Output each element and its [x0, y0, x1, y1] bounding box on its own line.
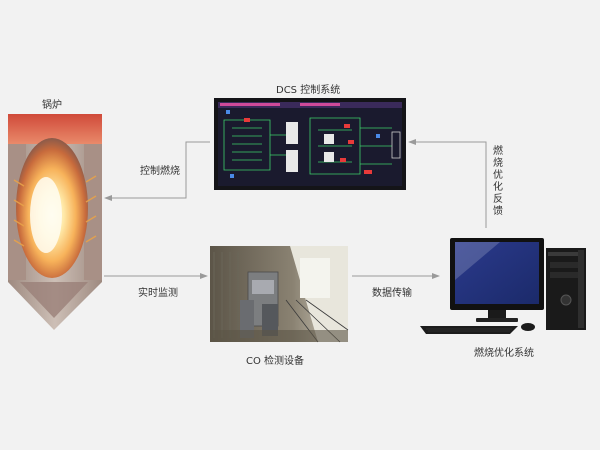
boiler-photo	[8, 114, 102, 330]
desktop-computer-icon	[420, 238, 586, 334]
optimizer-label: 燃烧优化系统	[474, 344, 534, 359]
feedback-label: 燃烧优化反馈	[492, 146, 504, 218]
dcs-screen-photo	[214, 98, 406, 190]
realtime-monitor-label: 实时监测	[138, 284, 178, 299]
co-analyzer-photo	[210, 246, 348, 342]
co-device-label: CO 检测设备	[246, 352, 304, 367]
mouse	[521, 323, 535, 331]
data-transfer-label: 数据传输	[372, 284, 412, 299]
dcs-label: DCS 控制系统	[276, 81, 340, 96]
boiler-label: 锅炉	[42, 96, 62, 111]
keyboard	[420, 326, 518, 334]
control-combustion-label: 控制燃烧	[140, 162, 180, 177]
edge-feedback	[412, 142, 486, 228]
